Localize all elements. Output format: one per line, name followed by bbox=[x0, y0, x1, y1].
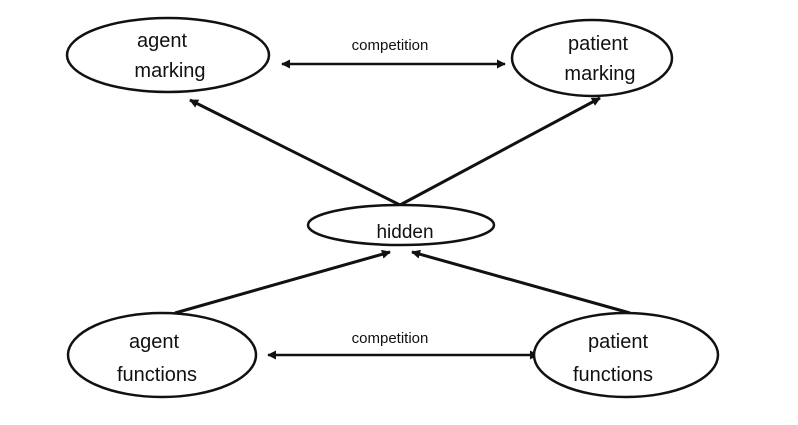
agent-marking-label-line2: marking bbox=[134, 60, 205, 82]
arrow-patient-functions-to-hidden bbox=[411, 249, 631, 315]
node-agent-functions bbox=[66, 311, 258, 399]
patient-functions-label-line1: patient bbox=[588, 331, 648, 353]
arrow-hidden-to-agent-marking bbox=[189, 98, 401, 207]
arrow-hidden-to-patient-marking bbox=[399, 96, 601, 207]
node-patient-marking bbox=[510, 18, 674, 98]
patient-marking-label-line2: marking bbox=[564, 63, 635, 85]
node-hidden bbox=[306, 203, 496, 247]
agent-functions-label-line2: functions bbox=[117, 364, 197, 386]
patient-functions-label-line2: functions bbox=[573, 364, 653, 386]
arrow-agent-functions-to-hidden bbox=[174, 249, 391, 315]
agent-marking-label-line1: agent bbox=[137, 30, 187, 52]
top-competition-label: competition bbox=[352, 37, 429, 54]
patient-marking-label-line1: patient bbox=[568, 33, 628, 55]
hidden-label: hidden bbox=[376, 222, 433, 243]
node-agent-marking bbox=[65, 16, 271, 94]
node-patient-functions bbox=[532, 311, 720, 399]
bottom-competition-label: competition bbox=[352, 330, 429, 347]
agent-functions-label-line1: agent bbox=[129, 331, 179, 353]
